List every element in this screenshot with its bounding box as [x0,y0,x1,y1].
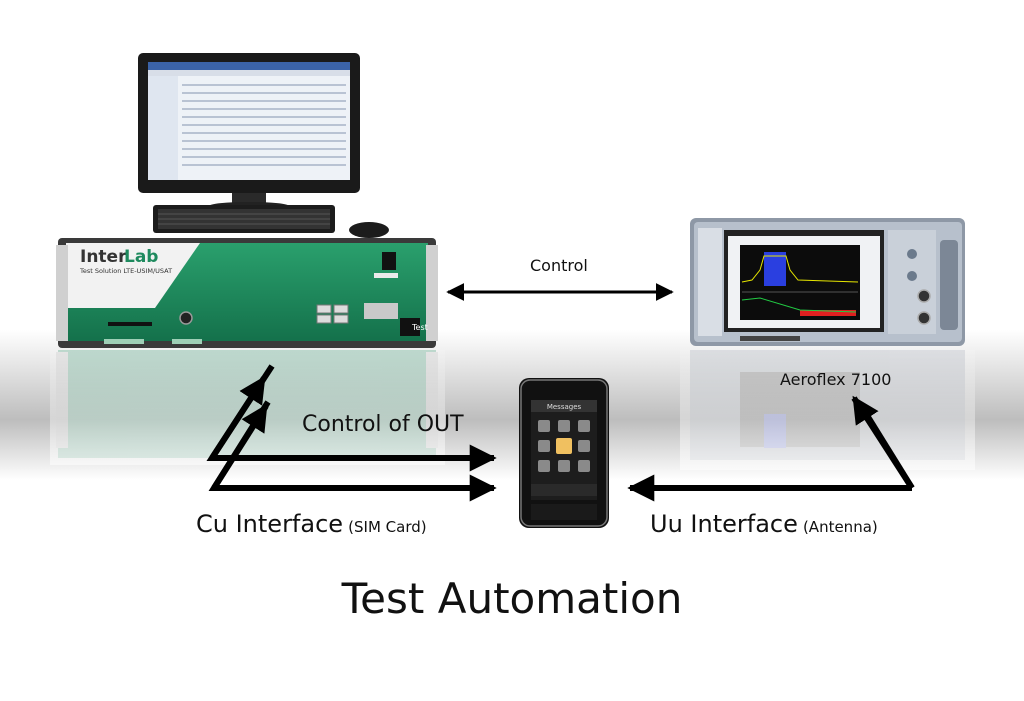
uu-interface-label: Uu Interface (Antenna) [650,510,878,538]
monitor [138,53,360,210]
cu-interface-note: (SIM Card) [348,518,427,536]
interlab-test-logo: Test [411,323,428,332]
interlab-test-system [56,238,438,348]
control-of-out-label: Control of OUT [302,412,464,437]
interlab-brand-part2: Lab [124,247,158,267]
keyboard [153,205,335,233]
mouse [349,222,389,238]
mobile-phone [519,378,609,528]
control-label: Control [530,256,588,275]
cu-interface-label: Cu Interface (SIM Card) [196,510,427,538]
phone-screen-title: Messages [547,403,582,411]
uu-interface-text: Uu Interface [650,510,798,538]
interlab-subtitle: Test Solution LTE-USIM/USAT [79,267,172,275]
aeroflex-label: Aeroflex 7100 [780,370,892,389]
aeroflex-analyzer [690,218,965,346]
interlab-brand-part1: Inter [80,247,127,267]
cu-interface-text: Cu Interface [196,510,344,538]
diagram-title: Test Automation [341,574,683,623]
uu-interface-note: (Antenna) [802,518,878,536]
